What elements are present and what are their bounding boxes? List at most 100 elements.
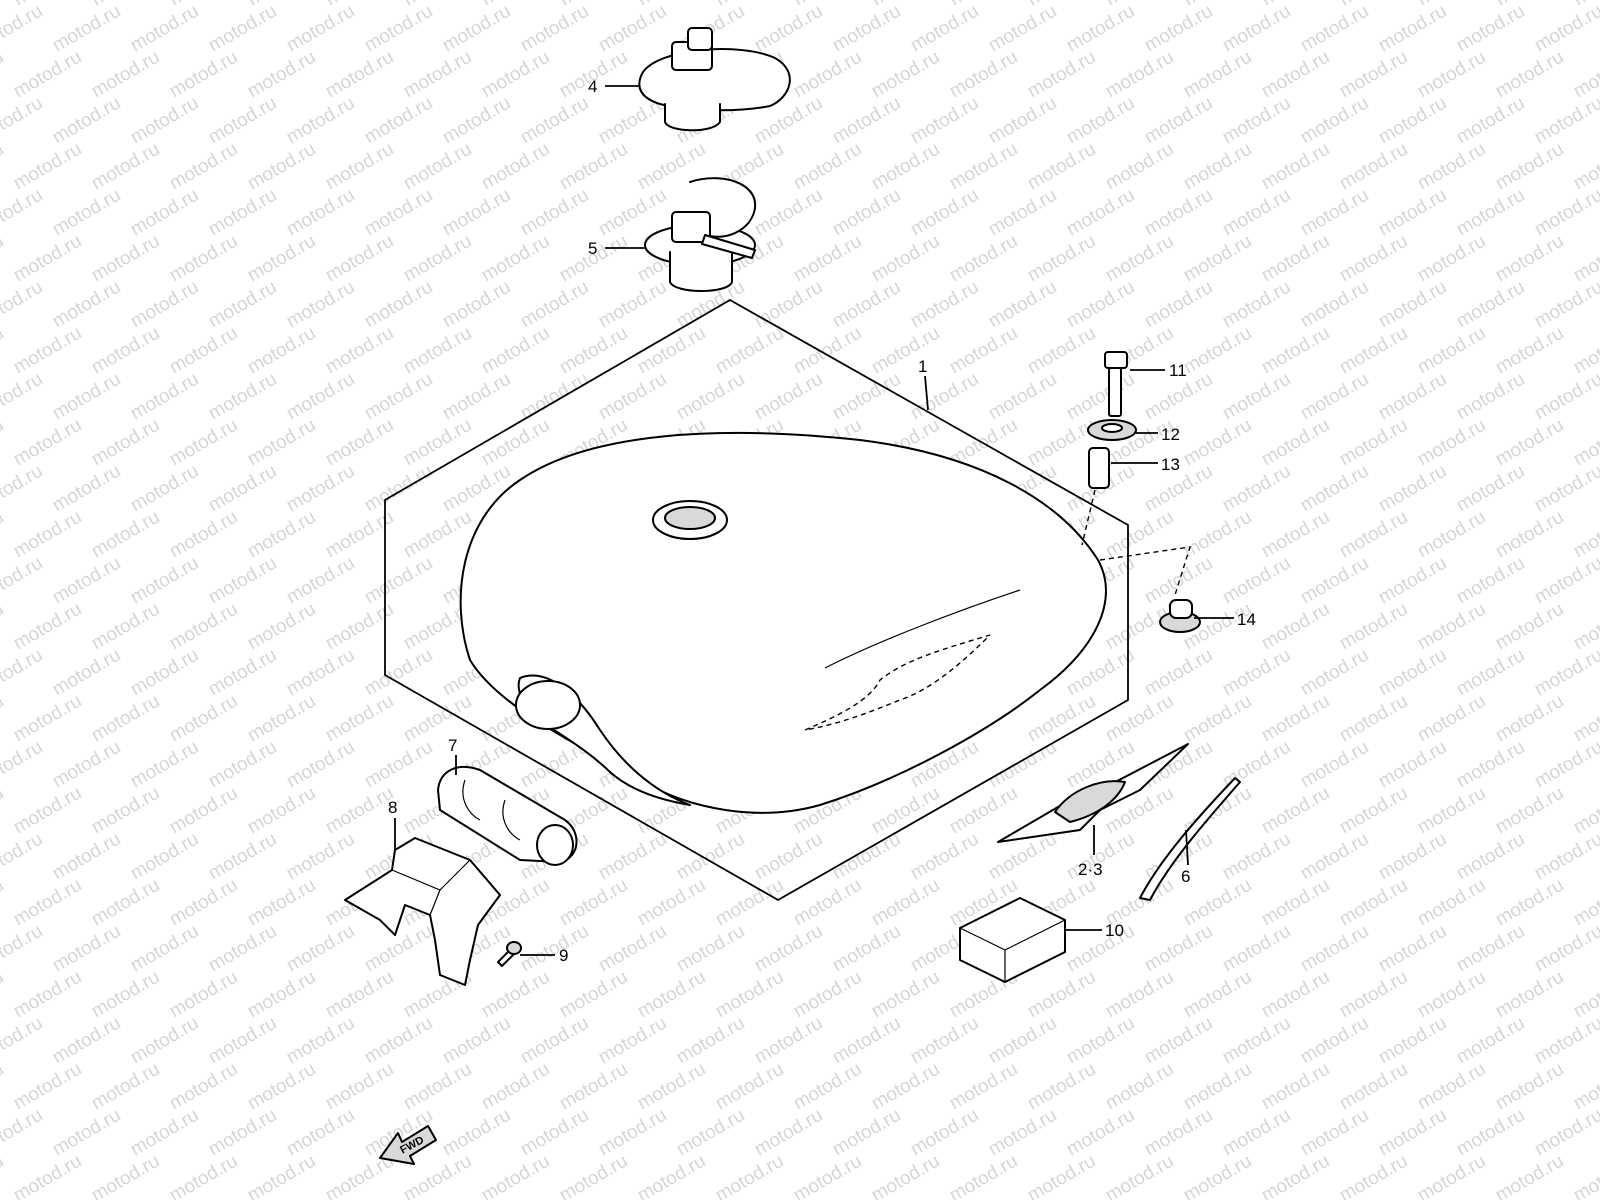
watermark-text: motod.ru	[1258, 507, 1333, 563]
watermark-text: motod.ru	[127, 553, 202, 609]
watermark-text: motod.ru	[1297, 553, 1372, 609]
watermark-text: motod.ru	[10, 415, 85, 471]
cushion-rib-b	[502, 799, 521, 841]
watermark-text: motod.ru	[1414, 323, 1489, 379]
watermark-text: motod.ru	[244, 507, 319, 563]
fuel-tank	[459, 431, 1107, 814]
watermark-text: motod.ru	[439, 93, 514, 149]
watermark-text: motod.ru	[283, 553, 358, 609]
stripe-6	[1139, 777, 1241, 901]
callout-6: 6	[1181, 867, 1190, 886]
watermark-text: motod.ru	[1453, 461, 1528, 517]
watermark-text: motod.ru	[946, 1059, 1021, 1115]
cap-key-bow	[687, 27, 713, 51]
watermark-text: motod.ru	[361, 1197, 436, 1200]
watermark-text: motod.ru	[1297, 1, 1372, 57]
watermark-text: motod.ru	[244, 875, 319, 931]
watermark-text: motod.ru	[595, 1197, 670, 1200]
watermark-text: motod.ru	[907, 1, 982, 57]
watermark-text: motod.ru	[1531, 185, 1600, 241]
watermark-text: motod.ru	[907, 1105, 982, 1161]
fwd-arrow-icon	[379, 1125, 437, 1165]
watermark-text: motod.ru	[283, 1, 358, 57]
watermark-text: motod.ru	[1063, 1, 1138, 57]
watermark-text: motod.ru	[166, 691, 241, 747]
watermark-text: motod.ru	[1336, 47, 1411, 103]
watermark-text: motod.ru	[634, 875, 709, 931]
watermark-text: motod.ru	[10, 1151, 85, 1200]
watermark-text: motod.ru	[127, 461, 202, 517]
watermark-text: motod.ru	[1258, 783, 1333, 839]
callout-1: 1	[918, 357, 927, 376]
watermark-text: motod.ru	[361, 277, 436, 333]
watermark-text: motod.ru	[1219, 645, 1294, 701]
watermark-text: motod.ru	[595, 369, 670, 425]
fuel-cap-5	[644, 177, 757, 292]
watermark-text: motod.ru	[244, 1151, 319, 1200]
watermark-text: motod.ru	[1219, 185, 1294, 241]
watermark-text: motod.ru	[10, 599, 85, 655]
watermark-text: motod.ru	[751, 1105, 826, 1161]
watermark-text: motod.ru	[1024, 47, 1099, 103]
watermark-text: motod.ru	[1414, 231, 1489, 287]
callout-10: 10	[1105, 921, 1124, 940]
watermark-text: motod.ru	[88, 507, 163, 563]
watermark-text: motod.ru	[439, 1013, 514, 1069]
watermark-text: motod.ru	[907, 829, 982, 885]
watermark-text: motod.ru	[1375, 921, 1450, 977]
watermark-text: motod.ru	[1531, 93, 1600, 149]
watermark-text: motod.ru	[1297, 921, 1372, 977]
watermark-text: motod.ru	[0, 737, 46, 793]
watermark-text: motod.ru	[1024, 1151, 1099, 1200]
watermark-text: motod.ru	[712, 967, 787, 1023]
callout-12: 12	[1161, 425, 1180, 444]
cap5-neck	[669, 251, 733, 292]
watermark-text: motod.ru	[1375, 829, 1450, 885]
watermark-text: motod.ru	[1492, 967, 1567, 1023]
filler-inner	[664, 506, 716, 530]
cushion-14	[1159, 599, 1201, 633]
watermark-text: motod.ru	[1180, 1151, 1255, 1200]
watermark-text: motod.ru	[1063, 185, 1138, 241]
watermark-text: motod.ru	[1414, 783, 1489, 839]
watermark-text: motod.ru	[283, 829, 358, 885]
cap-body	[638, 48, 791, 112]
watermark-text: motod.ru	[1219, 1, 1294, 57]
callout-9: 9	[559, 946, 568, 965]
watermark-text: motod.ru	[1336, 875, 1411, 931]
watermark-text: motod.ru	[1336, 599, 1411, 655]
watermark-text: motod.ru	[10, 231, 85, 287]
watermark-text: motod.ru	[166, 1059, 241, 1115]
watermark-text: motod.ru	[1453, 1, 1528, 57]
watermark-text: motod.ru	[751, 1, 826, 57]
callout-5: 5	[588, 239, 597, 258]
watermark-text: motod.ru	[1375, 1, 1450, 57]
watermark-text: motod.ru	[0, 0, 7, 10]
watermark-text: motod.ru	[790, 47, 865, 103]
watermark-text: motod.ru	[907, 277, 982, 333]
watermark-text: motod.ru	[517, 1013, 592, 1069]
watermark-text: motod.ru	[166, 231, 241, 287]
watermark-text: motod.ru	[166, 875, 241, 931]
watermark-text: motod.ru	[1219, 1105, 1294, 1161]
watermark-text: motod.ru	[946, 139, 1021, 195]
collar	[1088, 447, 1110, 489]
watermark-text: motod.ru	[400, 323, 475, 379]
screw-9	[497, 941, 522, 967]
watermark-text: motod.ru	[49, 93, 124, 149]
watermark-text: motod.ru	[907, 369, 982, 425]
bolt-11	[1104, 351, 1128, 417]
watermark-text: motod.ru	[166, 139, 241, 195]
tank-outline-hexagon	[384, 298, 1129, 902]
watermark-text: motod.ru	[1024, 967, 1099, 1023]
watermark-text: motod.ru	[673, 1197, 748, 1200]
cap5-key-blade	[701, 234, 756, 259]
watermark-text: motod.ru	[88, 967, 163, 1023]
watermark-text: motod.ru	[868, 1059, 943, 1115]
watermark-text: motod.ru	[751, 277, 826, 333]
watermark-text: motod.ru	[1453, 1197, 1528, 1200]
washer-hole	[1101, 423, 1123, 433]
watermark-text: motod.ru	[361, 461, 436, 517]
watermark-text: motod.ru	[1219, 461, 1294, 517]
watermark-text: motod.ru	[88, 691, 163, 747]
